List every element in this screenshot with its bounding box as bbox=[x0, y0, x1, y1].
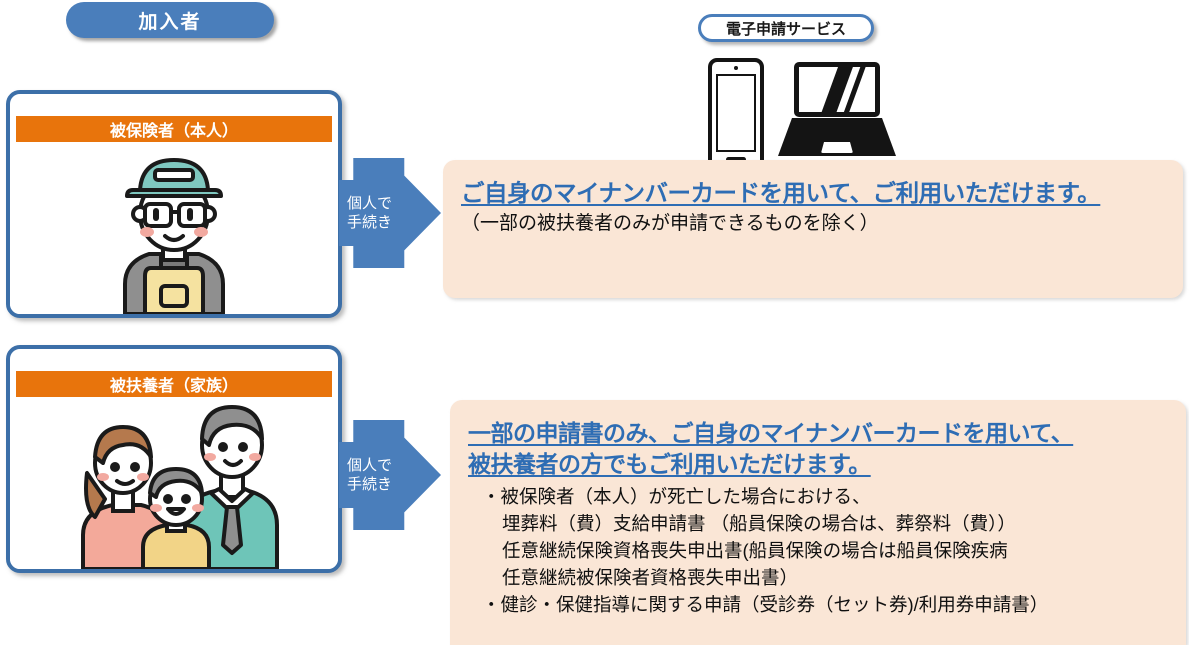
member-badge: 加入者 bbox=[66, 2, 274, 38]
list-item: ・健診・保健指導に関する申請（受診券（セット券)/利用券申請書） bbox=[482, 594, 1049, 615]
card-insured-header-label: 被保険者（本人） bbox=[109, 123, 238, 140]
panel-insured-note: （一部の被扶養者のみが申請できるものを除く） bbox=[461, 213, 879, 234]
card-insured-illustration bbox=[10, 142, 338, 314]
arrow-insured-individual-procedure: 個人で 手続き bbox=[339, 158, 441, 268]
panel-dependent-item-list: ・被保険者（本人）が死亡した場合における、 埋葬料（費）支給申請書 （船員保険の… bbox=[468, 483, 1166, 618]
list-item: ・被保険者（本人）が死亡した場合における、 bbox=[482, 486, 871, 507]
family-illustration bbox=[81, 405, 279, 569]
card-dependent-header-label: 被扶養者（家族） bbox=[109, 378, 238, 395]
phone-screen bbox=[716, 74, 756, 152]
panel-dependent-headline-line2: 被扶養者の方でもご利用いただけます。 bbox=[468, 451, 871, 477]
arrow-dependent-line1: 個人で bbox=[347, 457, 393, 474]
person-with-cap-illustration bbox=[123, 158, 225, 314]
card-insured-header: 被保険者（本人） bbox=[16, 116, 332, 142]
panel-insured: ご自身のマイナンバーカードを用いて、ご利用いただけます。 （一部の被扶養者のみが… bbox=[443, 160, 1183, 298]
device-illustration-group bbox=[700, 50, 900, 172]
list-item: 任意継続保険資格喪失申出書(船員保険の場合は船員保険疾病 bbox=[502, 540, 1008, 561]
service-badge-label: 電子申請サービス bbox=[725, 20, 846, 38]
card-insured: 被保険者（本人） bbox=[6, 90, 342, 318]
laptop-screen bbox=[799, 67, 875, 112]
smartphone-icon bbox=[708, 58, 764, 170]
laptop-lid bbox=[794, 62, 880, 117]
arrow-dependent-individual-procedure: 個人で 手続き bbox=[339, 420, 441, 530]
panel-dependent: 一部の申請書のみ、ご自身のマイナンバーカードを用いて、 被扶養者の方でもご利用い… bbox=[450, 400, 1186, 645]
arrow-insured-line1: 個人で bbox=[347, 195, 393, 212]
card-dependent: 被扶養者（家族） bbox=[6, 345, 342, 573]
arrow-dependent-line2: 手続き bbox=[347, 476, 393, 493]
list-item: 任意継続被保険者資格喪失申出書） bbox=[502, 567, 799, 588]
card-dependent-header: 被扶養者（家族） bbox=[16, 371, 332, 397]
phone-home-button bbox=[726, 157, 746, 162]
laptop-trackpad bbox=[821, 142, 853, 153]
phone-camera-dot bbox=[734, 66, 738, 70]
panel-dependent-headline-line1: 一部の申請書のみ、ご自身のマイナンバーカードを用いて、 bbox=[468, 420, 1074, 446]
card-dependent-illustration bbox=[10, 397, 338, 569]
list-item: 埋葬料（費）支給申請書 （船員保険の場合は、葬祭料（費）） bbox=[502, 513, 1016, 534]
panel-insured-headline: ご自身のマイナンバーカードを用いて、ご利用いただけます。 bbox=[461, 180, 1101, 206]
service-badge: 電子申請サービス bbox=[698, 14, 874, 42]
laptop-icon bbox=[778, 62, 896, 168]
arrow-insured-line2: 手続き bbox=[347, 214, 393, 231]
member-badge-label: 加入者 bbox=[138, 11, 202, 33]
